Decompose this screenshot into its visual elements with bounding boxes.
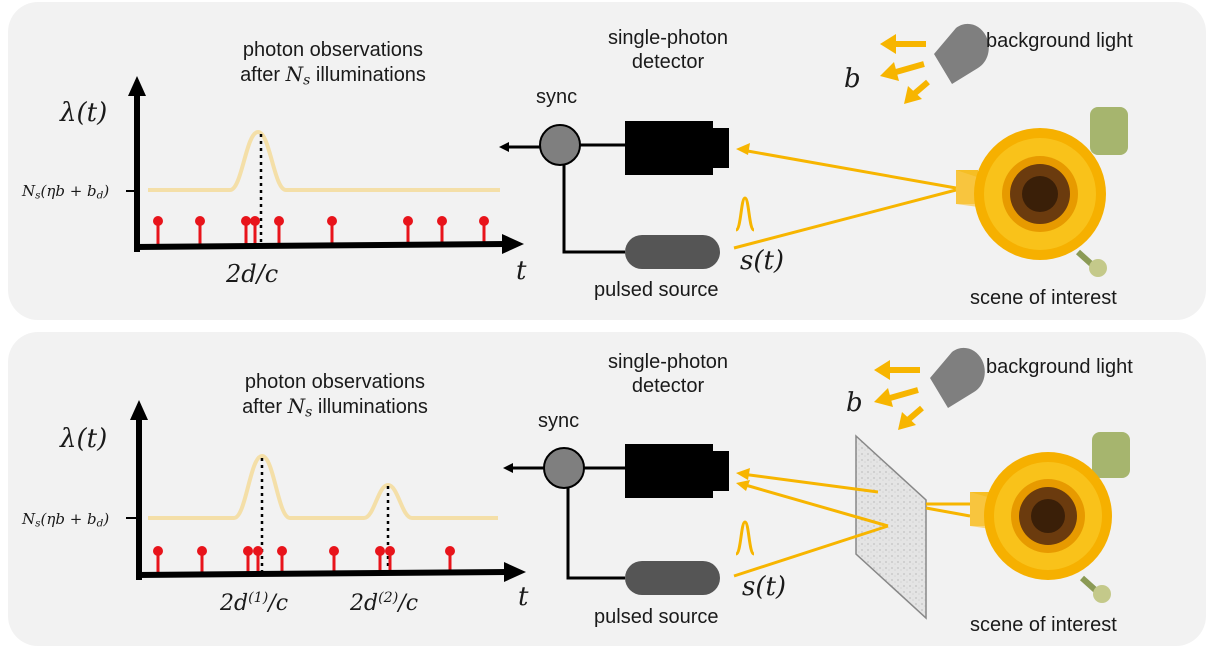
scene-label: scene of interest (970, 614, 1117, 636)
photon-stem (277, 546, 287, 572)
sunflower-image (956, 107, 1128, 277)
sync-label: sync (536, 86, 578, 108)
photon-stem (250, 216, 260, 246)
lambda-axis-label: λ(t) (60, 424, 108, 454)
photon-stem (153, 546, 163, 572)
photon-stem (197, 546, 207, 572)
diffuser-screen (855, 434, 927, 620)
sync-node (543, 447, 585, 489)
detector-icon (625, 444, 729, 498)
background-light-rays (880, 34, 930, 104)
detector-icon (625, 121, 729, 175)
diagram-graphics (126, 347, 1130, 620)
histogram-axes (126, 76, 524, 254)
background-light-label: background light (986, 30, 1133, 52)
lamp-icon (934, 23, 989, 84)
panel-two-targets: photon observations after Ns illuminatio… (8, 332, 1206, 646)
light-rays (733, 143, 957, 250)
histogram-axes (126, 400, 526, 582)
photon-stem (195, 216, 205, 246)
lambda-axis-label: λ(t) (60, 98, 108, 128)
pulsed-source-label: pulsed source (594, 279, 719, 301)
light-rays (733, 468, 971, 578)
photon-stem (243, 546, 253, 572)
signal-label: s(t) (740, 246, 785, 276)
time-axis-label: t (518, 582, 529, 612)
sync-to-source (562, 165, 625, 254)
baseline-label: Ns(ηb + bd) (22, 182, 110, 202)
signal-label: s(t) (742, 572, 787, 602)
sync-label: sync (538, 410, 580, 432)
photon-detections (153, 546, 455, 572)
sync-node (539, 124, 581, 166)
pulsed-source-label: pulsed source (594, 606, 719, 628)
baseline-label: Ns(ηb + bd) (22, 510, 110, 530)
photon-stem (253, 546, 263, 572)
sync-to-source (566, 488, 625, 580)
observations-caption: photon observations after Ns illuminatio… (240, 39, 426, 89)
background-light-rays (874, 360, 924, 430)
photon-stem (274, 216, 284, 246)
photon-detections (153, 216, 489, 246)
photon-stem (241, 216, 251, 246)
time-axis-label: t (516, 256, 527, 286)
intensity-curve (148, 129, 500, 192)
background-b-label: b (844, 64, 861, 94)
scene-label: scene of interest (970, 287, 1117, 309)
pulsed-source-icon (625, 561, 720, 595)
background-light-label: background light (986, 356, 1133, 378)
photon-stem (153, 216, 163, 246)
photon-stem (327, 216, 337, 246)
peak-label: 2d/c (226, 260, 279, 288)
pulse-icon (734, 520, 756, 556)
background-b-label: b (846, 388, 863, 418)
pulsed-source-icon (625, 235, 720, 269)
photon-stem (385, 546, 395, 572)
peak-label-2: 2d(2)/c (350, 590, 419, 616)
peak-label-1: 2d(1)/c (220, 590, 289, 616)
photon-stem (403, 216, 413, 246)
lamp-icon (930, 347, 985, 408)
diagram-graphics (126, 23, 1128, 277)
photon-stem (329, 546, 339, 572)
sunflower-image (970, 432, 1130, 603)
observations-caption: photon observations after Ns illuminatio… (242, 371, 428, 421)
panel-single-target: photon observations after Ns illuminatio… (8, 2, 1206, 320)
photon-stem (445, 546, 455, 572)
intensity-curve (148, 453, 498, 520)
pulse-icon (734, 196, 756, 232)
photon-stem (375, 546, 385, 572)
